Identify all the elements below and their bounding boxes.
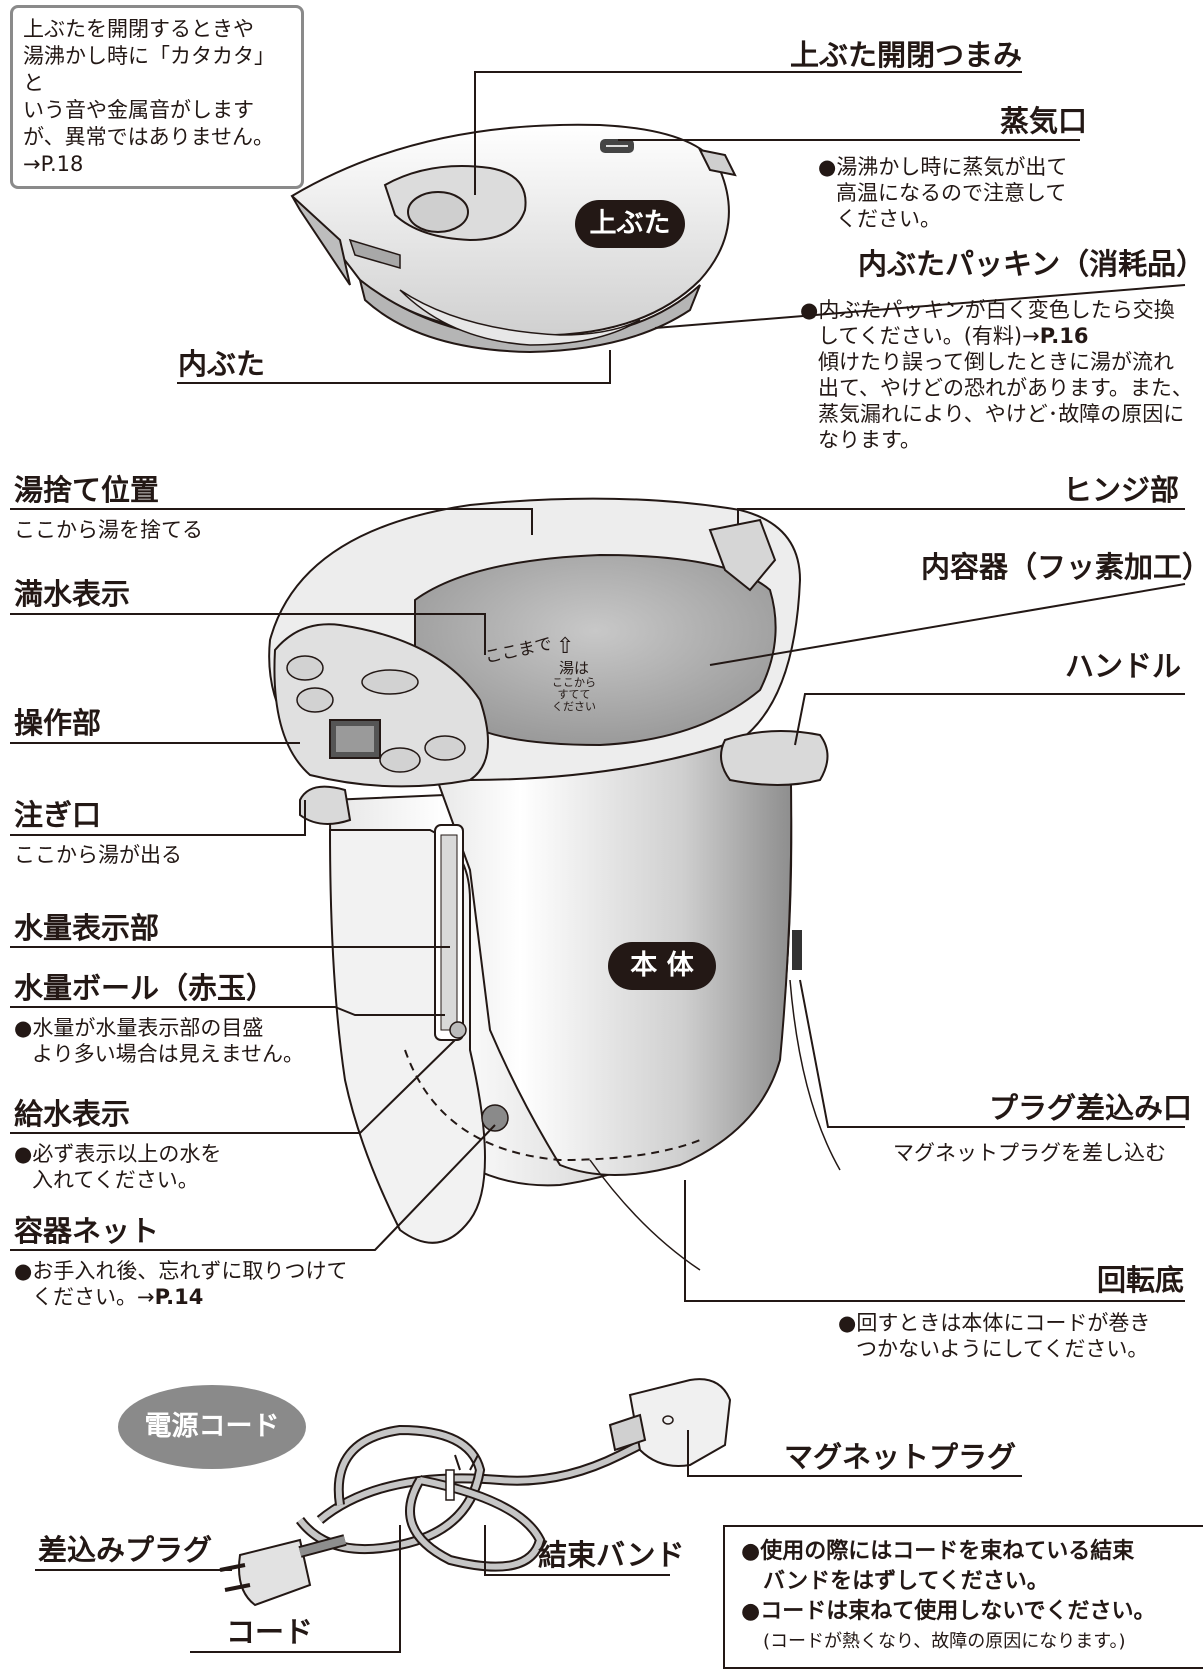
hint-line: ここから — [552, 676, 596, 689]
label-control-panel: 操作部 — [14, 706, 102, 740]
refill-note: ●必ず表示以上の水を 入れてください。 — [14, 1141, 221, 1193]
pot-illustration — [268, 497, 841, 1271]
leader-lines — [10, 71, 1186, 1653]
discard-note: ここから湯を捨てる — [14, 518, 203, 542]
body-badge: 本 体 — [608, 942, 716, 990]
net-note: ●お手入れ後、忘れずに取りつけて ください。→P.14 — [14, 1258, 348, 1310]
note-line: 入れてください。 — [32, 1168, 199, 1192]
label-hinge: ヒンジ部 — [1063, 473, 1180, 507]
label-refill-mark: 給水表示 — [14, 1097, 131, 1131]
packing-note: ●内ぶたパッキンが白く変色したら交換 してください。(有料)→P.16 傾けたり… — [800, 297, 1193, 453]
note-line: より多い場合は見えません。 — [32, 1042, 304, 1066]
label-lid-knob: 上ぶた開閉つまみ — [790, 38, 1023, 72]
label-handle: ハンドル — [1065, 649, 1182, 683]
note-line: なります。 — [818, 428, 921, 452]
warning-line: ●コードは束ねて使用しないでください。 — [741, 1599, 1156, 1624]
note-line: 高温になるので注意して — [836, 181, 1067, 205]
label-steam-vent: 蒸気口 — [1000, 104, 1088, 138]
cord-illustration — [219, 1378, 732, 1607]
label-inner-lid-packing: 内ぶたパッキン（消耗品） — [858, 247, 1203, 281]
callout-line: →P.18 — [23, 152, 84, 176]
note-line: ●湯沸かし時に蒸気が出て — [818, 155, 1068, 179]
lid-badge: 上ぶた — [575, 200, 685, 248]
label-water-ball: 水量ボール（赤玉） — [14, 971, 276, 1005]
page-ref: P.16 — [1039, 324, 1089, 348]
note-text: ください。→ — [32, 1285, 155, 1309]
cord-badge: 電源コード — [118, 1385, 306, 1469]
base-note: ●回すときは本体にコードが巻き つかないようにしてください。 — [838, 1310, 1150, 1362]
callout-line: が、異常ではありません。 — [23, 125, 274, 149]
note-line: 傾けたり誤って倒したときに湯が流れ — [818, 350, 1174, 374]
label-plug-socket: プラグ差込み口 — [989, 1091, 1193, 1125]
callout-line: 上ぶたを開閉するときや — [23, 17, 254, 41]
warning-line: バンドをはずしてください。 — [763, 1569, 1049, 1594]
label-discard-position: 湯捨て位置 — [14, 473, 160, 507]
label-rotating-base: 回転底 — [1097, 1263, 1185, 1297]
label-full-mark: 満水表示 — [14, 577, 131, 611]
note-line: してください。(有料)→P.16 — [800, 323, 1193, 349]
up-arrow-icon: ⇧ — [556, 634, 575, 659]
cord-warning-box: ●使用の際にはコードを束ねている結束 バンドをはずしてください。 ●コードは束ね… — [723, 1525, 1203, 1669]
label-inner-pot: 内容器（フッ素加工） — [921, 550, 1203, 584]
note-line: ●お手入れ後、忘れずに取りつけて — [14, 1259, 348, 1283]
hint-line: ください — [552, 700, 596, 713]
label-plug: 差込みプラグ — [38, 1533, 213, 1567]
note-line: ●回すときは本体にコードが巻き — [838, 1311, 1151, 1335]
plug-socket-note: マグネットプラグを差し込む — [893, 1141, 1166, 1165]
note-line: ●内ぶたパッキンが白く変色したら交換 — [800, 298, 1175, 322]
note-line: ください。 — [836, 207, 941, 231]
page-ref: P.14 — [154, 1285, 204, 1309]
label-container-net: 容器ネット — [14, 1214, 160, 1248]
note-text: してください。(有料)→ — [818, 324, 1040, 348]
note-line: 出て、やけどの恐れがあります。また、 — [818, 376, 1193, 400]
label-water-gauge: 水量表示部 — [14, 911, 160, 945]
label-binding-band: 結束バンド — [538, 1538, 685, 1572]
warning-line: (コードが熱くなり、故障の原因になります。) — [763, 1631, 1126, 1652]
hint-line: すてて — [557, 688, 591, 701]
note-line: ください。→P.14 — [14, 1284, 348, 1310]
spout-note: ここから湯が出る — [14, 843, 182, 867]
warning-line: ●使用の際にはコードを束ねている結束 — [741, 1539, 1135, 1564]
note-line: つかないようにしてください。 — [856, 1337, 1149, 1361]
callout-line: いう音や金属音がします — [23, 98, 254, 122]
ball-note: ●水量が水量表示部の目盛 より多い場合は見えません。 — [14, 1015, 304, 1067]
lid-illustration — [290, 123, 737, 354]
label-spout: 注ぎ口 — [14, 798, 102, 832]
note-line: ●必ず表示以上の水を — [14, 1142, 222, 1166]
label-magnet-plug: マグネットプラグ — [784, 1440, 1017, 1474]
label-cord: コード — [226, 1615, 314, 1649]
label-inner-lid: 内ぶた — [178, 347, 266, 381]
callout-line: 湯沸かし時に「カタカタ」と — [23, 44, 275, 95]
lid-noise-callout: 上ぶたを開閉するときや 湯沸かし時に「カタカタ」と いう音や金属音がします が、… — [10, 5, 304, 189]
hint-line: 湯は — [558, 659, 589, 677]
discard-hint-marking: 湯は ここから すてて ください — [552, 660, 596, 713]
note-line: 蒸気漏れにより、やけど･故障の原因に — [818, 402, 1185, 426]
note-line: ●水量が水量表示部の目盛 — [14, 1016, 264, 1040]
steam-note: ●湯沸かし時に蒸気が出て 高温になるので注意して ください。 — [818, 154, 1067, 232]
